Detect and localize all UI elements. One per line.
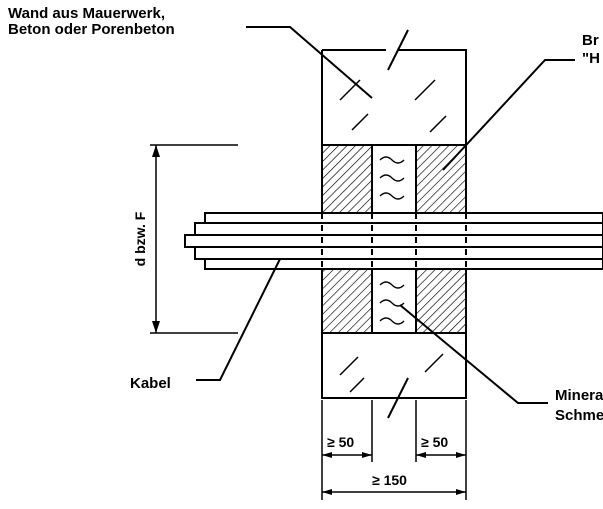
label-cable: Kabel	[130, 375, 171, 392]
mineral-core-upper	[371, 144, 417, 214]
leader-lines	[196, 26, 575, 404]
board-left-lower	[321, 268, 373, 334]
d-dimension-label: d bzw. F	[132, 211, 148, 266]
mineral-core-lower	[371, 268, 417, 334]
label-mineral-line1: Minera	[555, 387, 603, 404]
wall-upper	[321, 29, 467, 146]
wall-lower	[321, 332, 467, 419]
board-right-upper	[415, 144, 467, 214]
board-left-upper	[321, 144, 373, 214]
bottom-dimensions	[321, 400, 467, 500]
dim-total: ≥ 150	[372, 472, 407, 488]
dim-right-board: ≥ 50	[421, 434, 448, 450]
dim-left-board: ≥ 50	[327, 434, 354, 450]
label-mineral-line2: Schme	[555, 407, 603, 424]
label-fire-line1: Br	[582, 32, 599, 49]
d-dimension	[150, 144, 238, 334]
hidden-lines	[321, 213, 467, 269]
cable-bundle	[184, 212, 603, 270]
label-wall-line2: Beton oder Porenbeton	[8, 21, 175, 38]
label-fire-line2: "H	[582, 50, 600, 67]
label-wall-line1: Wand aus Mauerwerk,	[8, 5, 165, 22]
